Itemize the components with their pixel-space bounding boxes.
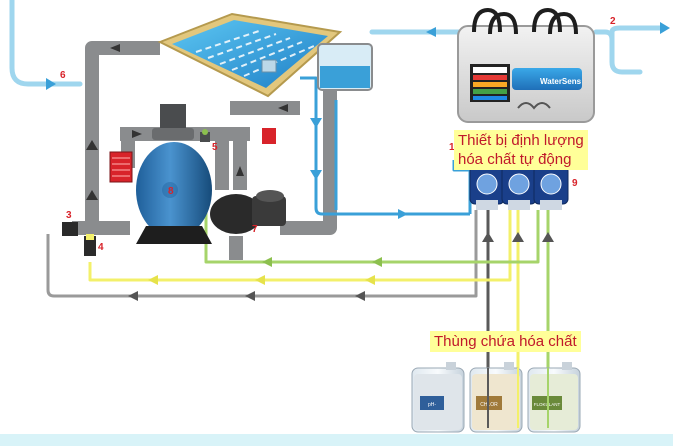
injector-4-cap (86, 234, 94, 240)
number-9: 9 (572, 178, 578, 189)
number-5: 5 (212, 142, 218, 153)
chemical-tanks: pH- CHLOR FLOKULANT (411, 362, 581, 433)
dosing-device-caption: Thiết bị định lượng hóa chất tự động (454, 130, 588, 170)
number-1: 1 (449, 142, 455, 153)
dosing-pumps (469, 165, 569, 210)
number-2: 2 (610, 16, 616, 27)
valve-red (262, 128, 276, 144)
circulation-pump (210, 190, 286, 234)
lane-lines (195, 29, 315, 77)
tank-ph-label: pH- (428, 402, 436, 408)
number-4: 4 (98, 242, 104, 253)
bottom-strip (0, 434, 673, 446)
sensor-5 (200, 132, 210, 142)
tank-chlor: CHLOR (469, 362, 523, 433)
flow-arrows (46, 27, 554, 301)
swimming-pool (157, 12, 343, 98)
sand-filter (136, 104, 212, 244)
dosing-device-caption-line2: hóa chất tự động (458, 151, 572, 168)
watersens-controller: WaterSens (457, 7, 595, 123)
sensor-5-dot (202, 129, 208, 135)
supply-water-lines (9, 0, 643, 87)
pool-ladder-icon (261, 59, 277, 73)
number-7: 7 (252, 224, 258, 235)
tank-flokulant: FLOKULANT (527, 362, 581, 433)
gray-pipe-network (72, 41, 360, 260)
number-3: 3 (66, 210, 72, 221)
tank-chlor-label: CHLOR (480, 402, 498, 408)
dosing-device-caption-line1: Thiết bị định lượng (458, 132, 584, 149)
chemical-tank-caption: Thùng chứa hóa chất (430, 331, 581, 352)
brand-logo-icon (517, 102, 551, 110)
number-8: 8 (168, 186, 174, 197)
controller-cables (472, 7, 578, 35)
output-arrow-icon (660, 22, 670, 34)
dosing-pump-chlor (501, 165, 537, 210)
dosing-pump-floc (533, 165, 569, 210)
number-6: 6 (60, 70, 66, 81)
injector-3 (62, 222, 78, 236)
injector-4 (84, 236, 96, 256)
component-numbers: 1 2 3 4 5 6 7 8 9 (60, 16, 616, 253)
line-2-output (609, 25, 662, 33)
balance-tank (317, 43, 373, 91)
controller-brand: WaterSens (540, 77, 582, 86)
dosing-pump-ph (469, 165, 505, 210)
heater (109, 151, 133, 183)
tank-ph: pH- (411, 362, 465, 433)
